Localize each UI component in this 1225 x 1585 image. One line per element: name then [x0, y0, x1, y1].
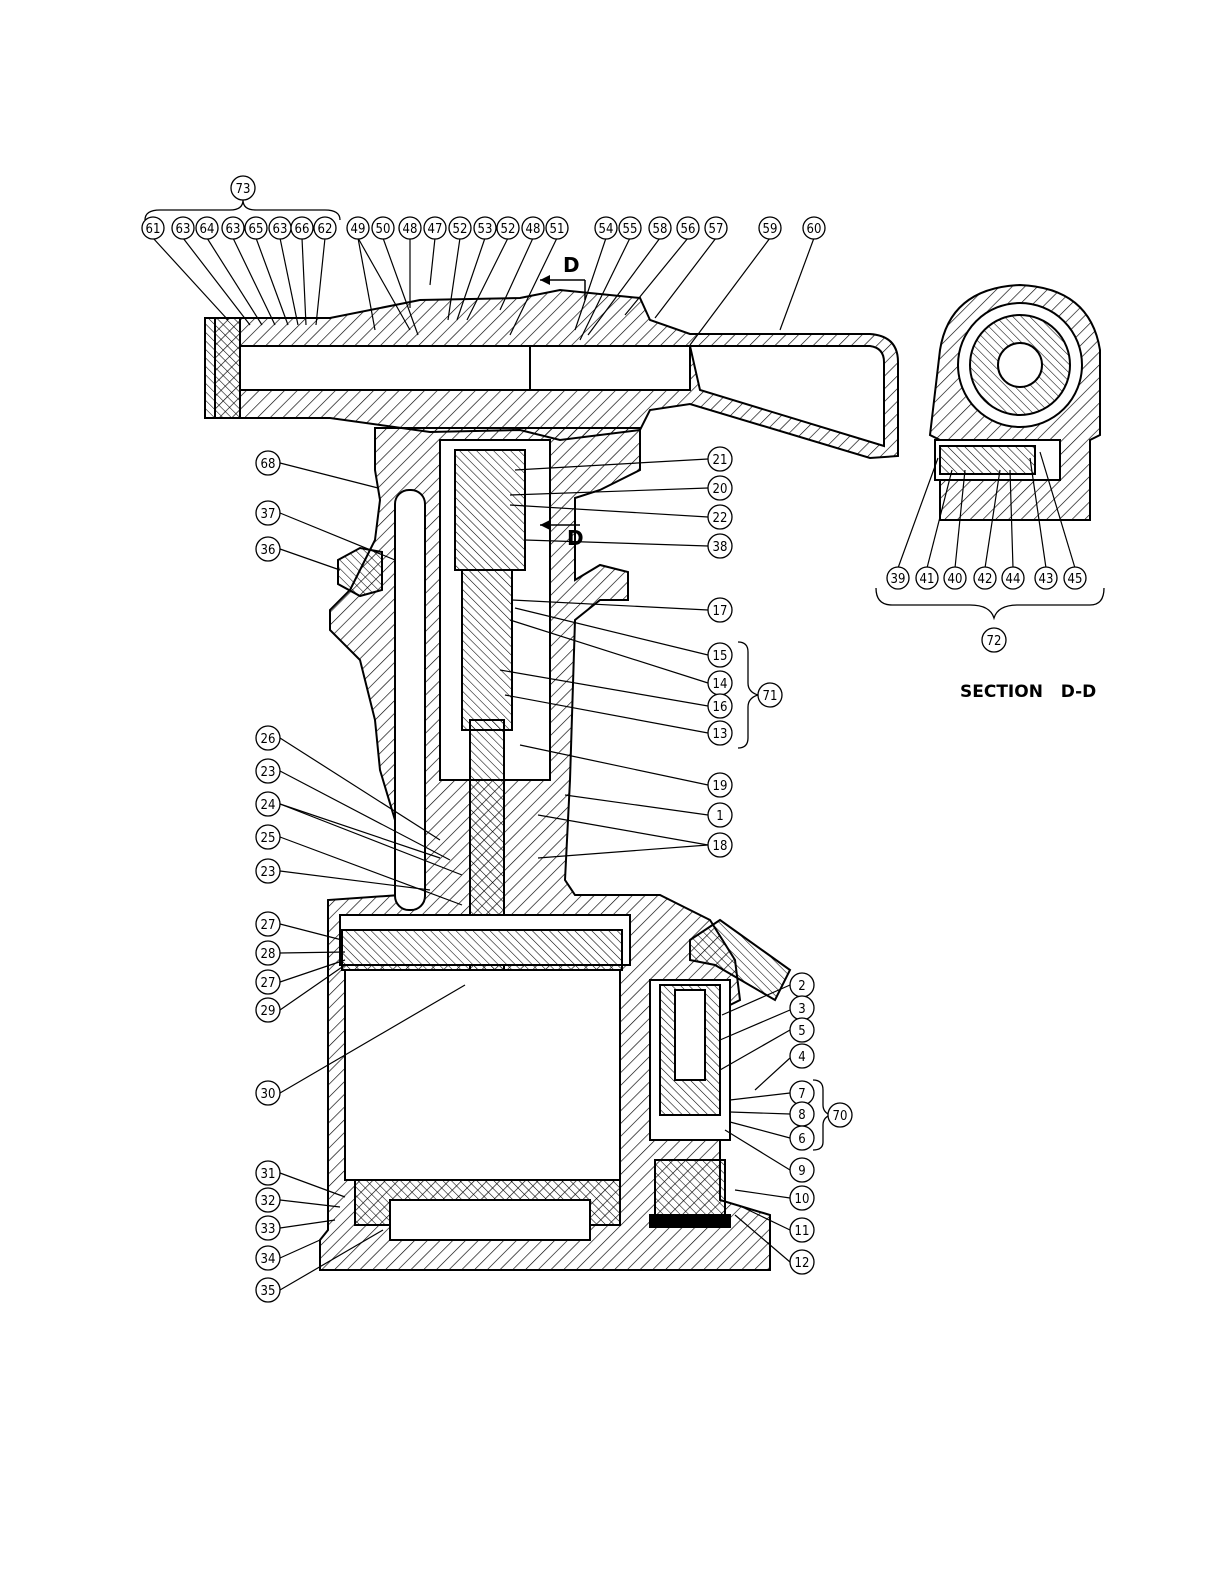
section-marker-top: D — [563, 253, 580, 277]
callout: 8 — [798, 1108, 805, 1123]
callout: 60 — [807, 222, 822, 237]
callout: 51 — [550, 222, 565, 237]
callout: 36 — [261, 543, 276, 558]
callout: 23 — [261, 765, 276, 780]
callout: 20 — [713, 482, 728, 497]
callout: 30 — [261, 1087, 276, 1102]
callout: 52 — [453, 222, 468, 237]
callout: 32 — [261, 1194, 276, 1209]
callout: 33 — [261, 1222, 276, 1237]
callout: 71 — [763, 689, 778, 704]
callout: 48 — [403, 222, 418, 237]
section-title: SECTION D-D — [960, 682, 1096, 702]
callout: 2 — [798, 979, 805, 994]
callout: 22 — [713, 511, 728, 526]
callout: 24 — [261, 798, 276, 813]
callout: 39 — [891, 572, 906, 587]
callout: 49 — [351, 222, 366, 237]
callout: 72 — [987, 634, 1002, 649]
callout: 45 — [1068, 572, 1083, 587]
callout: 3 — [798, 1002, 805, 1017]
callout: 55 — [623, 222, 638, 237]
callout: 14 — [713, 677, 728, 692]
callout: 5 — [798, 1024, 805, 1039]
callout: 9 — [798, 1164, 805, 1179]
callout: 64 — [200, 222, 215, 237]
callout: 61 — [146, 222, 161, 237]
callout: 41 — [920, 572, 935, 587]
callout: 10 — [795, 1192, 810, 1207]
callout: 40 — [948, 572, 963, 587]
callout: 37 — [261, 507, 276, 522]
section-marker-bottom: D — [567, 526, 584, 550]
callout: 16 — [713, 700, 728, 715]
callout: 50 — [376, 222, 391, 237]
callout: 27 — [261, 918, 276, 933]
callout: 19 — [713, 779, 728, 794]
callout: 59 — [763, 222, 778, 237]
callout: 15 — [713, 649, 728, 664]
callout: 17 — [713, 604, 728, 619]
callout: 44 — [1006, 572, 1021, 587]
callout: 42 — [978, 572, 993, 587]
callout: 25 — [261, 831, 276, 846]
callout: 65 — [249, 222, 264, 237]
callout: 21 — [713, 453, 728, 468]
callout: 48 — [526, 222, 541, 237]
callout: 31 — [261, 1167, 276, 1182]
callout: 6 — [798, 1132, 805, 1147]
callout: 4 — [798, 1050, 805, 1065]
callout: 47 — [428, 222, 443, 237]
callout: 29 — [261, 1004, 276, 1019]
callout: 18 — [713, 839, 728, 854]
callout: 68 — [261, 457, 276, 472]
callout: 12 — [795, 1256, 810, 1271]
callout: 28 — [261, 947, 276, 962]
callout: 38 — [713, 540, 728, 555]
callout: 26 — [261, 732, 276, 747]
callout: 35 — [261, 1284, 276, 1299]
callout: 43 — [1039, 572, 1054, 587]
callout: 53 — [478, 222, 493, 237]
callout: 34 — [261, 1252, 276, 1267]
callout: 58 — [653, 222, 668, 237]
callout: 73 — [236, 182, 251, 197]
callout: 57 — [709, 222, 724, 237]
callout: 1 — [716, 809, 723, 824]
callout: 13 — [713, 727, 728, 742]
callout: 52 — [501, 222, 516, 237]
callout: 70 — [833, 1109, 848, 1124]
callout: 11 — [795, 1224, 810, 1239]
callout: 63 — [273, 222, 288, 237]
callout: 62 — [318, 222, 333, 237]
callout: 7 — [798, 1087, 805, 1102]
callout: 54 — [599, 222, 614, 237]
callout: 23 — [261, 865, 276, 880]
callout: 63 — [176, 222, 191, 237]
callout: 27 — [261, 976, 276, 991]
callout: 63 — [226, 222, 241, 237]
callout: 66 — [295, 222, 310, 237]
callout: 56 — [681, 222, 696, 237]
section-d-d-view — [930, 285, 1100, 520]
